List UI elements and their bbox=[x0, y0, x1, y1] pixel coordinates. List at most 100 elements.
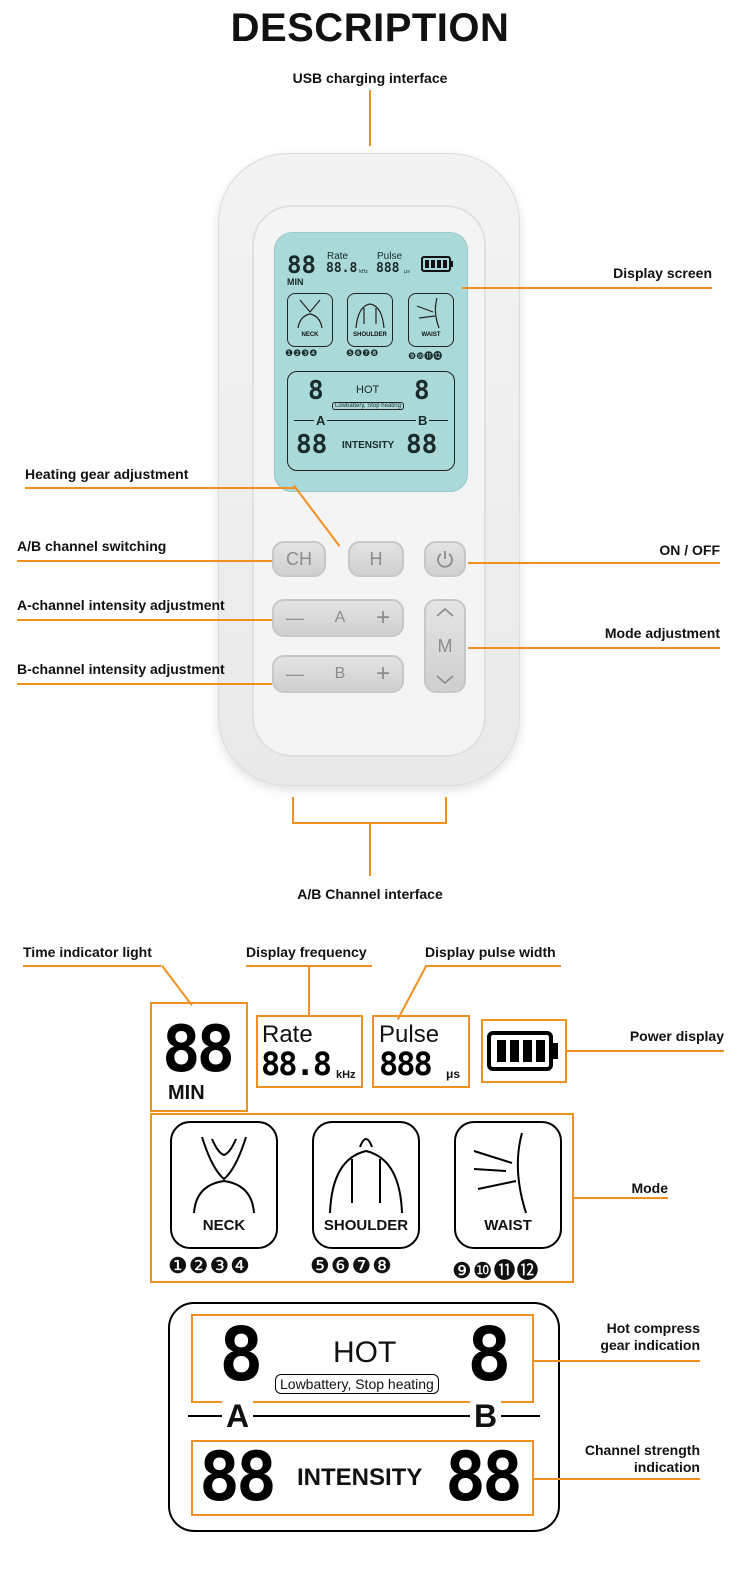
detail-mode-neck-label: NECK bbox=[202, 1217, 246, 1234]
display-pulse-width-label: Display pulse width bbox=[425, 944, 556, 960]
screen-mode-numbers-shoulder: ❺❻❼❽ bbox=[346, 349, 379, 359]
ab-switching-label: A/B channel switching bbox=[17, 538, 167, 554]
usb-leader-line bbox=[369, 90, 371, 146]
a-intensity-leader-line bbox=[17, 619, 272, 621]
detail-rate-value: 88.8 bbox=[261, 1045, 332, 1083]
detail-timer-box: 88 MIN bbox=[150, 1002, 248, 1112]
on-off-leader-line bbox=[468, 562, 720, 564]
detail-warning: Lowbattery, Stop heating bbox=[275, 1374, 439, 1394]
shoulder-icon bbox=[355, 303, 385, 329]
display-frequency-leader-v bbox=[308, 966, 310, 1016]
screen-warning: Lowbattery, Stop heating bbox=[332, 402, 404, 410]
screen-mode-numbers-waist: ❾❿⓫⓬ bbox=[408, 352, 443, 362]
screen-intensity-b: 88 bbox=[406, 430, 438, 460]
a-minus-button[interactable]: — bbox=[286, 607, 304, 628]
detail-intensity-a: 88 bbox=[199, 1438, 277, 1517]
screen-channel-a: A bbox=[314, 413, 328, 428]
usb-label: USB charging interface bbox=[292, 70, 448, 86]
detail-mode-neck: NECK bbox=[170, 1121, 278, 1249]
screen-divider bbox=[294, 420, 448, 421]
display-screen-label: Display screen bbox=[613, 265, 712, 281]
battery-icon bbox=[421, 256, 453, 272]
time-indicator-label: Time indicator light bbox=[23, 944, 152, 960]
battery-icon bbox=[487, 1031, 558, 1071]
screen-hot-a: 8 bbox=[308, 376, 324, 406]
screen-mode-neck: NECK bbox=[287, 293, 333, 347]
detail-intensity-box: 88 INTENSITY 88 bbox=[191, 1440, 534, 1516]
b-intensity-rocker: — B + bbox=[272, 655, 404, 693]
detail-mode-shoulder-label: SHOULDER bbox=[323, 1217, 409, 1234]
ch-button[interactable]: CH bbox=[272, 541, 326, 577]
a-plus-button[interactable]: + bbox=[375, 604, 390, 631]
heating-gear-label: Heating gear adjustment bbox=[25, 466, 189, 482]
hot-compress-label-2: gear indication bbox=[600, 1337, 700, 1353]
detail-mode-box: NECK SHOULDER WAIST ❶❷❸❹ ❺❻❼❽ ❾❿⓫⓬ bbox=[150, 1113, 574, 1283]
b-intensity-label: B-channel intensity adjustment bbox=[17, 661, 225, 677]
display-screen-leader-line bbox=[462, 287, 712, 289]
screen-intensity-a: 88 bbox=[296, 430, 328, 460]
power-button[interactable] bbox=[424, 541, 466, 577]
screen-channel-panel: 8 HOT 8 Lowbattery, Stop heating A B 88 … bbox=[287, 371, 455, 471]
mode-adjustment-leader-line bbox=[468, 647, 720, 649]
detail-rate-box: Rate 88.8 kHz bbox=[256, 1015, 363, 1088]
time-indicator-leader-diag bbox=[161, 964, 193, 1006]
a-channel-label: A bbox=[334, 609, 346, 626]
detail-mode-numbers-neck: ❶❷❸❹ bbox=[168, 1253, 251, 1278]
b-intensity-leader-line bbox=[17, 683, 272, 685]
waist-icon bbox=[473, 1132, 527, 1214]
power-display-label: Power display bbox=[629, 1028, 724, 1044]
mode-rocker: M bbox=[424, 599, 466, 693]
detail-channel-divider bbox=[188, 1415, 540, 1417]
chevron-down-icon[interactable] bbox=[435, 675, 455, 685]
power-icon bbox=[437, 551, 453, 568]
hot-compress-label-1: Hot compress bbox=[606, 1320, 700, 1336]
heat-button[interactable]: H bbox=[348, 541, 404, 577]
b-plus-button[interactable]: + bbox=[375, 660, 390, 687]
b-channel-label: B bbox=[334, 665, 346, 682]
detail-mode-waist-label: WAIST bbox=[484, 1217, 532, 1234]
display-frequency-label: Display frequency bbox=[246, 944, 367, 960]
display-screen: 88 MIN Rate 88.8 kHz Pulse 888 μs NECK S… bbox=[274, 232, 468, 492]
detail-hot-label: HOT bbox=[333, 1336, 397, 1369]
detail-channel-b: B bbox=[470, 1398, 502, 1435]
screen-channel-b: B bbox=[416, 413, 430, 428]
detail-timer-unit: MIN bbox=[168, 1082, 205, 1104]
b-minus-button[interactable]: — bbox=[286, 663, 304, 684]
detail-intensity-b: 88 bbox=[445, 1438, 523, 1517]
heating-gear-leader-h bbox=[25, 487, 295, 489]
screen-mode-waist-label: WAIST bbox=[421, 332, 441, 338]
detail-timer-digits: 88 bbox=[162, 1013, 235, 1087]
screen-rate-unit: kHz bbox=[359, 269, 369, 275]
detail-hot-a: 8 bbox=[219, 1312, 264, 1398]
screen-mode-numbers-neck: ❶❷❸❹ bbox=[285, 349, 318, 359]
interface-bracket-left bbox=[292, 797, 294, 823]
screen-timer: 88 bbox=[287, 251, 316, 279]
chevron-up-icon[interactable] bbox=[435, 607, 455, 617]
detail-mode-shoulder: SHOULDER bbox=[312, 1121, 420, 1249]
detail-pulse-unit: μs bbox=[446, 1067, 461, 1081]
screen-pulse-unit: μs bbox=[404, 269, 411, 275]
a-intensity-rocker: — A + bbox=[272, 599, 404, 637]
screen-rate-value: 88.8 bbox=[326, 261, 358, 276]
detail-rate-unit: kHz bbox=[336, 1069, 356, 1081]
mode-leader-line bbox=[574, 1197, 668, 1199]
hot-compress-leader-line bbox=[534, 1360, 700, 1362]
shoulder-icon bbox=[329, 1138, 403, 1214]
detail-hot-box: 8 HOT 8 Lowbattery, Stop heating bbox=[191, 1314, 534, 1403]
screen-hot-b: 8 bbox=[414, 376, 430, 406]
mode-adjustment-label: Mode adjustment bbox=[604, 625, 720, 641]
mode-button[interactable]: M bbox=[437, 635, 453, 656]
interface-bracket-right bbox=[445, 797, 447, 823]
screen-hot-label: HOT bbox=[356, 384, 380, 396]
detail-rate-label: Rate bbox=[262, 1021, 313, 1048]
ab-switching-leader-line bbox=[17, 560, 272, 562]
detail-hot-b: 8 bbox=[467, 1312, 512, 1398]
screen-intensity-label: INTENSITY bbox=[342, 440, 395, 451]
screen-mode-shoulder-label: SHOULDER bbox=[353, 332, 387, 338]
detail-channel-a: A bbox=[222, 1398, 254, 1435]
detail-mode-numbers-waist: ❾❿⓫⓬ bbox=[452, 1258, 540, 1283]
screen-rate-label: Rate bbox=[327, 251, 349, 262]
mode-label: Mode bbox=[631, 1180, 668, 1196]
screen-mode-shoulder: SHOULDER bbox=[347, 293, 393, 347]
on-off-label: ON / OFF bbox=[659, 542, 720, 558]
